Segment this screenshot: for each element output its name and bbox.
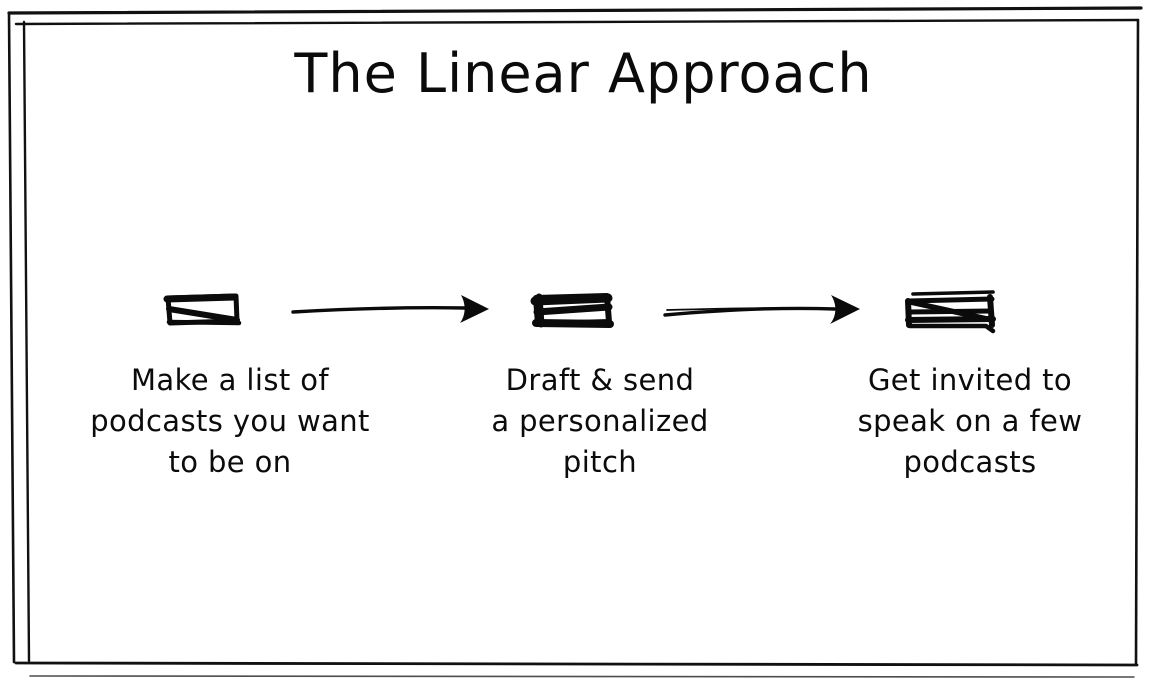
caption-line: to be on [168,445,292,480]
step-1-box[interactable] [140,268,290,348]
step-3-box[interactable] [880,268,1030,348]
caption-line: podcasts you want [90,404,370,439]
arrow-right-icon [663,295,860,324]
caption-line: Make a list of [131,363,329,397]
caption-line: Get invited to [867,363,1073,397]
caption-line: a personalized [491,404,709,439]
arrow-2 [655,268,885,348]
step-3-caption: Get invited to speak on a few podcasts [800,360,1140,484]
caption-line: Draft & send [505,363,695,397]
arrow-right-icon [291,295,489,323]
step-1-caption: Make a list of podcasts you want to be o… [40,360,420,484]
sketch-rectangle-icon [163,293,242,326]
step-2-caption: Draft & send a personalized pitch [450,360,750,484]
caption-line: speak on a few [857,404,1083,439]
sketch-rectangle-icon [905,290,996,334]
step-2-box[interactable] [510,268,660,348]
caption-line: podcasts [903,445,1037,480]
flow-row [0,268,1167,358]
sketch-rectangle-icon [530,293,614,328]
caption-line: pitch [562,445,638,480]
diagram-title: The Linear Approach [294,42,873,105]
arrow-1 [285,268,515,348]
